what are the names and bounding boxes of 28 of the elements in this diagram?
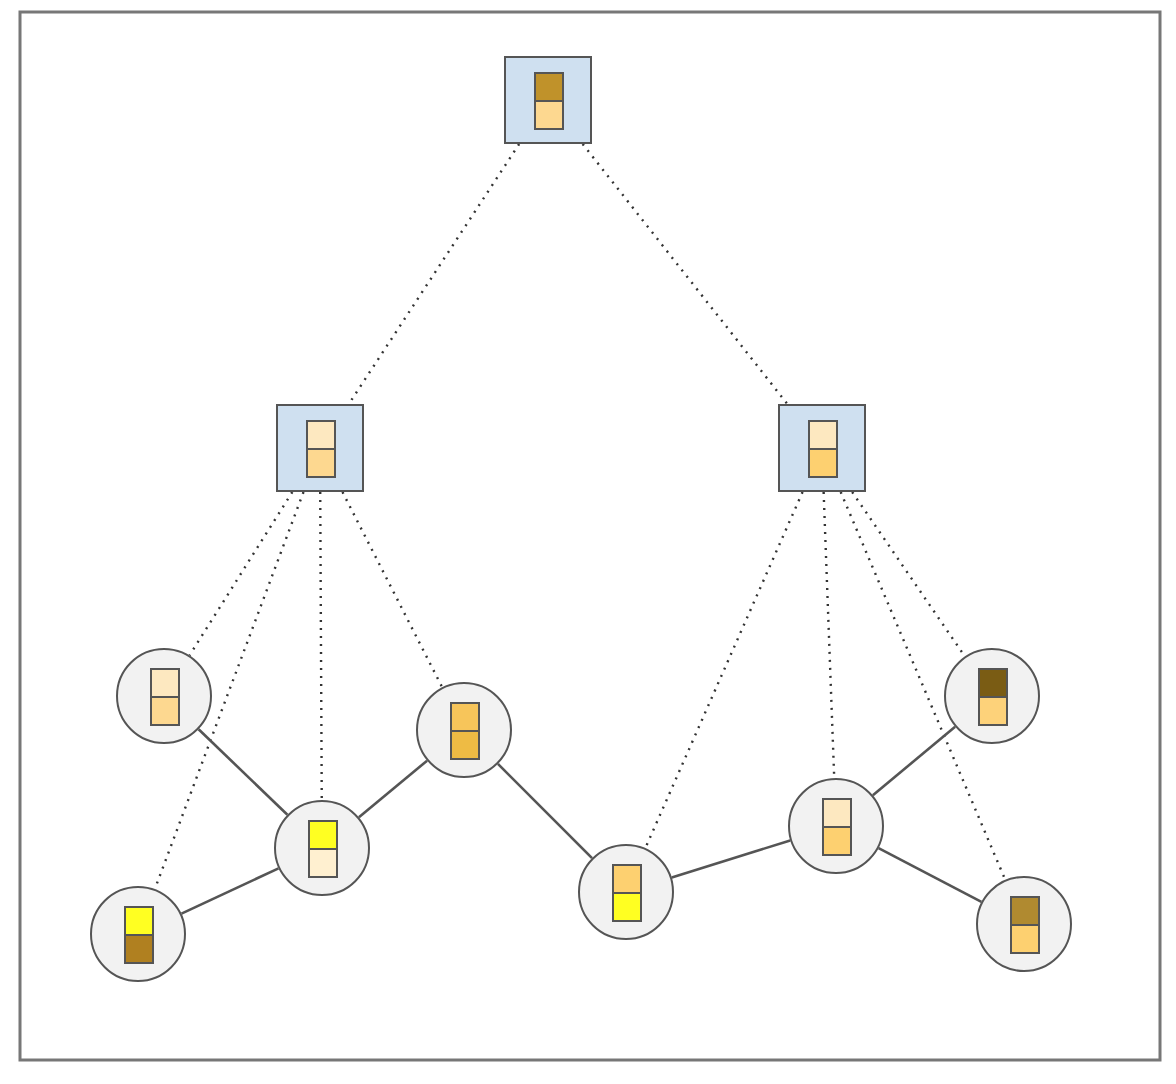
circle-node	[578, 844, 674, 940]
dotted-line	[319, 492, 323, 800]
dotted-line	[341, 491, 444, 688]
dotted-line	[644, 491, 804, 849]
connector-line	[497, 763, 593, 859]
circle-node	[976, 876, 1072, 972]
circle-node	[274, 800, 370, 896]
dotted-line	[188, 491, 294, 656]
dotted-line	[153, 491, 305, 890]
circle-node	[90, 886, 186, 982]
circle-node	[116, 648, 212, 744]
dotted-line	[822, 491, 836, 779]
dotted-line	[347, 143, 521, 405]
connector-line	[877, 847, 983, 903]
dotted-line	[581, 143, 789, 405]
square-node	[778, 404, 866, 492]
connector-line	[180, 867, 280, 915]
square-node	[276, 404, 364, 492]
connector-line	[197, 728, 289, 816]
circle-node	[944, 648, 1040, 744]
square-node	[504, 56, 592, 144]
circle-node	[416, 682, 512, 778]
dotted-line	[839, 491, 1007, 881]
circle-node	[788, 778, 884, 874]
connector-line	[671, 839, 791, 879]
dotted-line	[851, 491, 966, 658]
connector-line	[872, 725, 956, 797]
connector-line	[358, 759, 428, 819]
